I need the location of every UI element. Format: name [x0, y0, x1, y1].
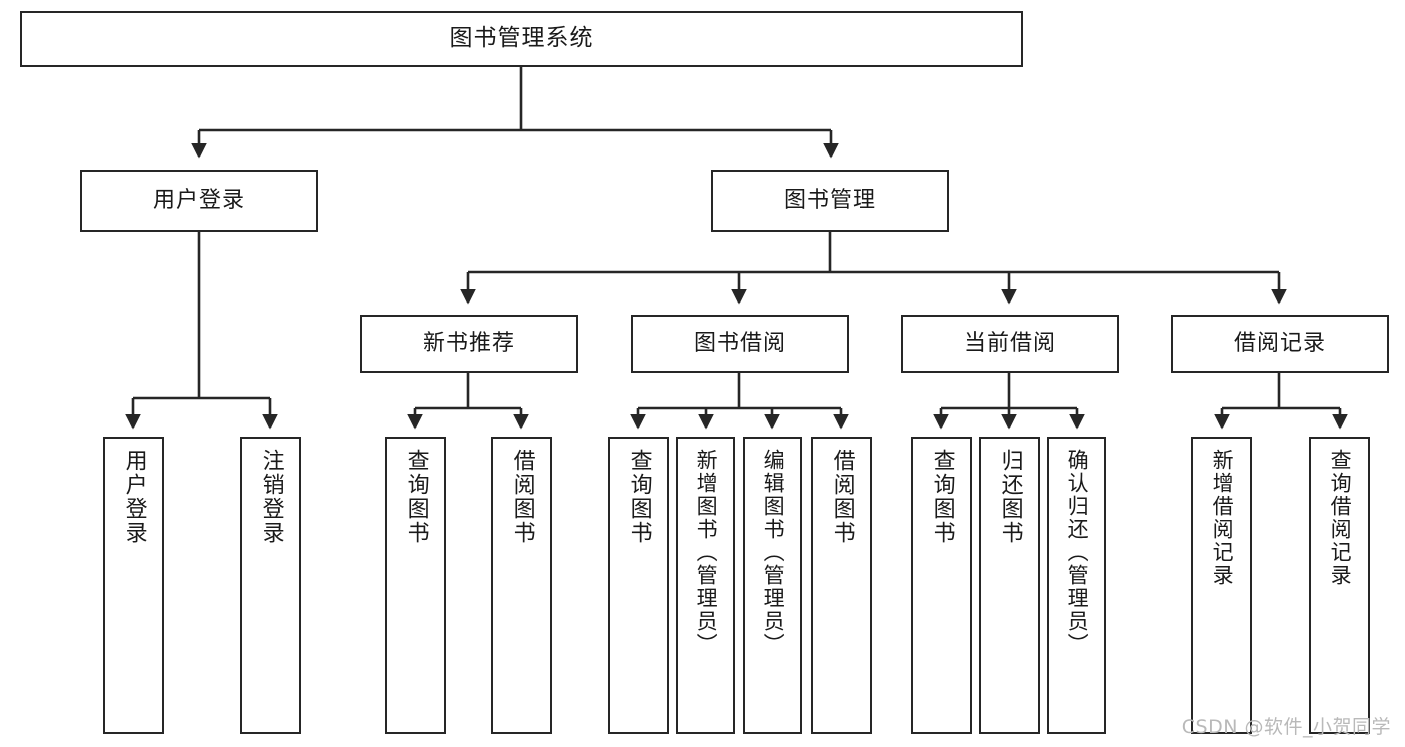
- node-leaf-user-login[interactable]: 用户登录: [103, 437, 164, 734]
- node-user-login[interactable]: 用户登录: [80, 170, 318, 232]
- node-leaf-query-book-recommend[interactable]: 查询图书: [385, 437, 446, 734]
- node-label: 查询图书: [626, 449, 652, 545]
- node-leaf-logout[interactable]: 注销登录: [240, 437, 301, 734]
- node-label: 借阅图书: [509, 449, 535, 545]
- node-label: 当前借阅: [963, 330, 1056, 356]
- node-label: 图书管理系统: [449, 25, 594, 52]
- node-label: 新增借阅记录: [1210, 449, 1235, 587]
- node-label: 用户登录: [152, 187, 245, 213]
- node-leaf-confirm-return-admin[interactable]: 确认归还（管理员）: [1047, 437, 1106, 734]
- node-label: 借阅图书: [829, 449, 855, 545]
- node-leaf-query-borrow-record[interactable]: 查询借阅记录: [1309, 437, 1370, 734]
- node-label: 新增图书（管理员）: [694, 449, 719, 656]
- node-borrow-record[interactable]: 借阅记录: [1171, 315, 1389, 373]
- node-label: 归还图书: [997, 449, 1023, 545]
- node-leaf-borrow-book[interactable]: 借阅图书: [811, 437, 872, 734]
- node-current-borrow[interactable]: 当前借阅: [901, 315, 1119, 373]
- node-label: 查询图书: [403, 449, 429, 545]
- node-book-management[interactable]: 图书管理: [711, 170, 949, 232]
- node-leaf-add-book-admin[interactable]: 新增图书（管理员）: [676, 437, 735, 734]
- node-label: 注销登录: [258, 449, 284, 545]
- node-label: 新书推荐: [422, 330, 515, 356]
- node-leaf-query-book-borrow[interactable]: 查询图书: [608, 437, 669, 734]
- node-leaf-query-book-current[interactable]: 查询图书: [911, 437, 972, 734]
- node-leaf-borrow-book-recommend[interactable]: 借阅图书: [491, 437, 552, 734]
- node-label: 用户登录: [121, 449, 147, 545]
- node-label: 确认归还（管理员）: [1065, 449, 1090, 656]
- node-label: 借阅记录: [1233, 330, 1326, 356]
- node-leaf-return-book[interactable]: 归还图书: [979, 437, 1040, 734]
- csdn-watermark: CSDN @软件_小贺同学: [1181, 716, 1391, 738]
- node-label: 图书借阅: [693, 330, 786, 356]
- node-label: 查询借阅记录: [1328, 449, 1353, 587]
- node-label: 查询图书: [929, 449, 955, 545]
- node-label: 图书管理: [783, 187, 876, 213]
- node-leaf-add-borrow-record[interactable]: 新增借阅记录: [1191, 437, 1252, 734]
- node-root-book-management-system[interactable]: 图书管理系统: [20, 11, 1023, 67]
- node-leaf-edit-book-admin[interactable]: 编辑图书（管理员）: [743, 437, 802, 734]
- node-new-book-recommend[interactable]: 新书推荐: [360, 315, 578, 373]
- node-label: 编辑图书（管理员）: [761, 449, 786, 656]
- node-book-borrow[interactable]: 图书借阅: [631, 315, 849, 373]
